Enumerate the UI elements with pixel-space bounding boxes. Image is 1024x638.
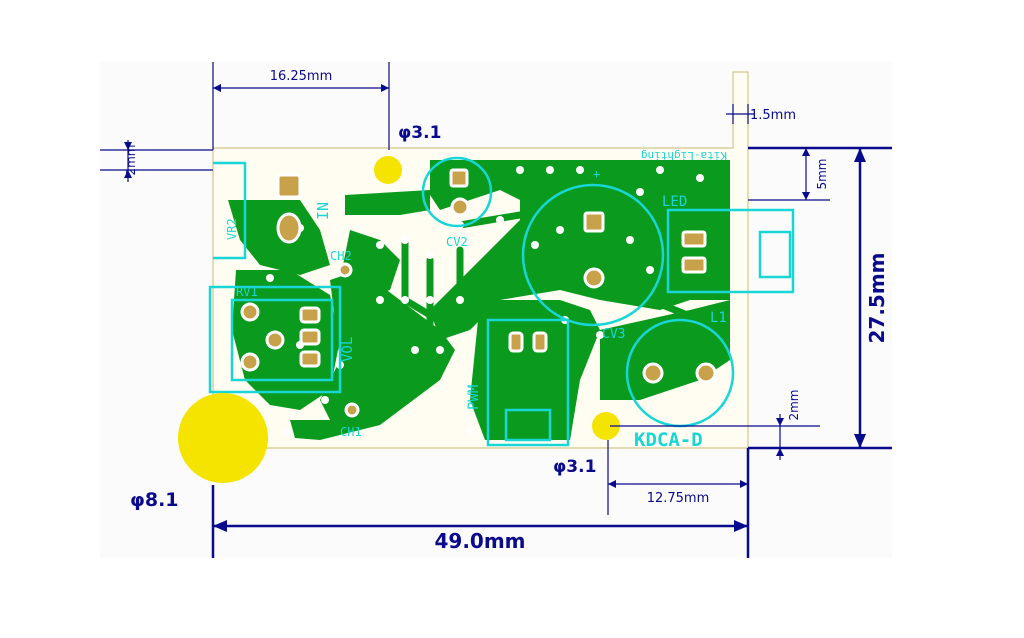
- label-led: LED: [662, 194, 687, 210]
- silkscreen-shapes: [208, 156, 795, 447]
- board-name: KDCA-D: [634, 429, 703, 451]
- hole-label-top: φ3.1: [398, 123, 441, 143]
- label-plus: +: [593, 167, 600, 181]
- mounting-hole-top: [374, 156, 402, 184]
- label-vr2: VR2: [225, 218, 239, 240]
- dim-height: 27.5mm: [865, 252, 889, 343]
- dimension-lines: [100, 62, 892, 558]
- hole-label-large: φ8.1: [130, 489, 179, 511]
- label-ch2: CH2: [330, 249, 352, 263]
- copper-layer: [228, 160, 730, 440]
- dim-bottom-right-vertical: 2mm: [787, 389, 801, 420]
- label-rv1: RV1: [236, 285, 258, 299]
- dim-right-small: 5mm: [815, 158, 829, 189]
- label-cv3: CV3: [602, 327, 625, 342]
- pads: [240, 168, 717, 418]
- label-ch1: CH1: [340, 425, 362, 439]
- label-cv2: CV2: [446, 235, 468, 249]
- label-pwm: PWM: [466, 385, 482, 410]
- dim-total-width: 49.0mm: [434, 529, 525, 553]
- label-vol: VOL: [340, 337, 356, 362]
- dim-left-vertical: 2mm: [124, 144, 138, 175]
- brand-text: Kita-Lighting: [641, 149, 727, 162]
- dim-top-offset: 16.25mm: [270, 69, 333, 84]
- mounting-hole-bottom: [592, 412, 620, 440]
- label-l1: L1: [710, 310, 727, 326]
- dim-top-right-margin: 1.5mm: [750, 108, 796, 123]
- label-in: IN: [314, 202, 332, 220]
- mounting-hole-large: [178, 393, 268, 483]
- dim-bottom-offset: 12.75mm: [647, 491, 710, 506]
- hole-label-bottom: φ3.1: [553, 457, 596, 477]
